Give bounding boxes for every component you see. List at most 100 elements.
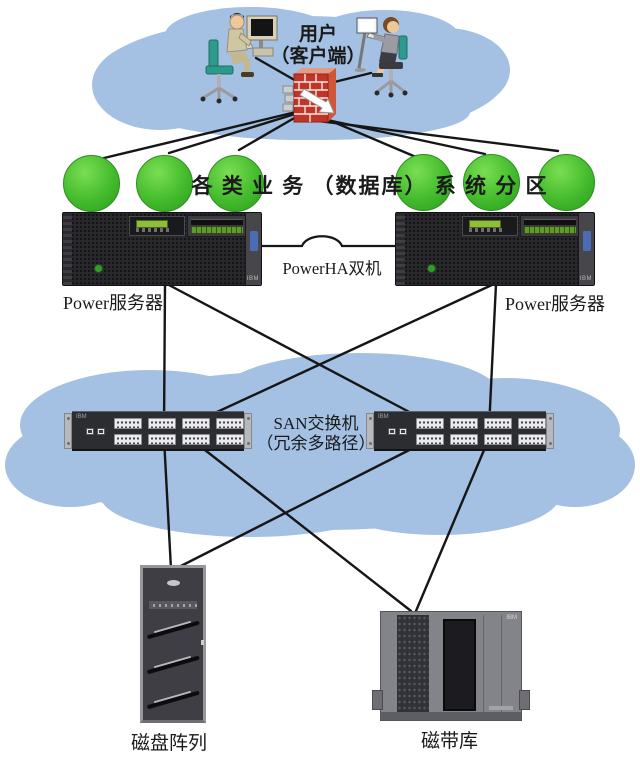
line-serverR-switchL — [189, 282, 496, 426]
port-group — [114, 434, 142, 445]
power-button-led — [95, 265, 102, 272]
tape-base — [381, 712, 521, 720]
disk-array-label: 磁盘阵列 — [131, 733, 208, 754]
rack-ear — [64, 413, 72, 449]
server-media-bay — [520, 215, 582, 237]
power-server-right: IBM — [395, 212, 595, 286]
line-firewall-partition1 — [98, 110, 298, 161]
partition-circle-3 — [207, 155, 264, 212]
ethernet-port — [388, 428, 396, 435]
port-group — [114, 418, 142, 429]
partition-circle-2 — [136, 155, 193, 212]
partition-circle-5 — [463, 154, 520, 211]
disk-slash-decoration — [146, 654, 200, 675]
rack-ear — [546, 413, 554, 449]
power-server-left-label: Power服务器 — [63, 293, 163, 313]
line-serverR-switchR — [487, 282, 498, 430]
line-firewall-partition3 — [237, 115, 298, 152]
disk-array-logo — [167, 580, 180, 586]
partition-circle-6 — [538, 154, 595, 211]
server-left-bezel — [63, 213, 72, 285]
switch-body: IBM — [72, 411, 244, 451]
san-switch-right: IBM — [366, 411, 554, 451]
line-switchR-disk — [173, 437, 433, 571]
port-group — [148, 434, 176, 445]
power-server-left: IBM — [62, 212, 262, 286]
line-powerha — [260, 235, 397, 248]
server-right-bezel: IBM — [245, 213, 261, 285]
tape-vent-panel — [397, 615, 429, 713]
port-group — [216, 418, 244, 429]
rack-ear — [244, 413, 252, 449]
tape-side-bracket — [519, 690, 530, 710]
tape-panel-seam — [501, 615, 502, 713]
port-group — [148, 418, 176, 429]
server-green-bar — [524, 227, 576, 233]
ethernet-port — [399, 428, 407, 435]
switch-brand-text: IBM — [76, 414, 87, 420]
firewall-icon — [282, 68, 336, 123]
port-group — [416, 418, 444, 429]
server-lcd-display — [136, 220, 168, 228]
port-group — [182, 434, 210, 445]
dvd-slot — [191, 219, 243, 225]
port-group — [450, 434, 478, 445]
server-blue-latch — [583, 231, 591, 251]
port-group — [182, 418, 210, 429]
disk-array-panel-band — [149, 601, 197, 609]
switch-brand-text: IBM — [378, 414, 389, 420]
server-control-panel — [462, 216, 518, 236]
user1-desktop-clipart — [200, 13, 278, 104]
dvd-slot — [524, 219, 576, 225]
disk-slash-decoration — [146, 689, 200, 710]
tape-library: IBM — [372, 611, 530, 721]
server-green-bar — [191, 227, 243, 233]
partition-circle-4 — [395, 154, 452, 211]
san-label-line2: （冗余多路径） — [256, 434, 376, 453]
power-server-right-label: Power服务器 — [505, 294, 605, 314]
san-switch-left: IBM — [64, 411, 252, 451]
tape-brand-text: IBM — [506, 615, 517, 621]
port-group — [518, 434, 546, 445]
ethernet-port — [97, 428, 105, 435]
partition-circle-1 — [63, 155, 120, 212]
tape-side-bracket — [372, 690, 383, 710]
switch-body: IBM — [374, 411, 546, 451]
disk-door-handle — [201, 640, 204, 645]
port-group — [484, 418, 512, 429]
line-serverL-switchL — [162, 282, 167, 431]
line-serverL-switchR — [165, 282, 434, 426]
port-group — [484, 434, 512, 445]
tape-label-strip — [489, 706, 513, 710]
line-switchR-tape — [414, 441, 489, 613]
server-blue-latch — [250, 231, 258, 251]
server-control-panel — [129, 216, 185, 236]
server-media-bay — [187, 215, 249, 237]
powerha-link-label: PowerHA双机 — [282, 259, 382, 278]
arrow-through-firewall-icon — [299, 88, 335, 114]
san-cloud-label: SAN交换机 （冗余多路径） — [252, 414, 380, 454]
port-group — [518, 418, 546, 429]
tape-window — [443, 619, 476, 711]
server-buttons — [136, 228, 170, 232]
tape-panel-seam — [483, 615, 484, 713]
port-group — [416, 434, 444, 445]
server-brand-text: IBM — [246, 276, 259, 282]
rack-ear — [366, 413, 374, 449]
line-firewall-partition2 — [167, 112, 297, 155]
user-label-line1: 用户 — [298, 24, 337, 45]
line-firewall-partition6 — [317, 119, 560, 153]
port-group — [216, 434, 244, 445]
tape-library-label: 磁带库 — [421, 731, 479, 752]
disk-array — [140, 565, 206, 723]
server-right-bezel: IBM — [578, 213, 594, 285]
line-switchL-tape — [194, 441, 413, 613]
server-brand-text: IBM — [579, 276, 592, 282]
user2-laptop-clipart — [355, 17, 408, 98]
server-buttons — [469, 228, 503, 232]
san-label-line1: SAN交换机 — [273, 414, 359, 433]
connection-lines — [98, 56, 560, 613]
user-label-line2: （客户端） — [270, 46, 366, 67]
disk-slash-decoration — [146, 619, 200, 640]
